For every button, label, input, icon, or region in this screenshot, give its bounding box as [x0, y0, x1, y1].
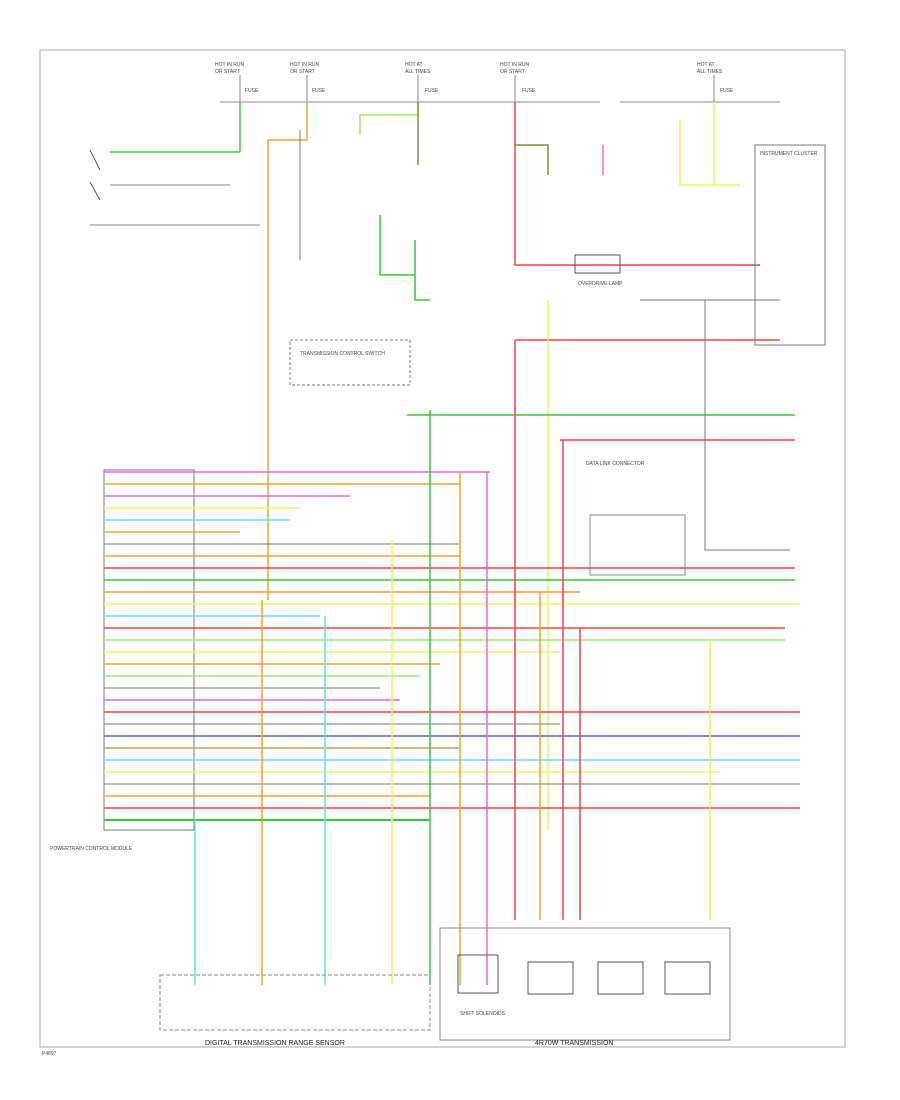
data-link-connector	[589, 514, 686, 576]
svg-text:ALL TIMES: ALL TIMES	[697, 69, 723, 75]
svg-text:HOT AT: HOT AT	[405, 62, 423, 68]
range-sensor-box	[159, 974, 431, 1031]
svg-text:FUSE: FUSE	[522, 88, 536, 94]
svg-text:HOT IN RUN: HOT IN RUN	[500, 62, 529, 68]
trans-verticals	[194, 340, 711, 985]
pcm-wires	[104, 471, 800, 821]
svg-text:FUSE: FUSE	[720, 88, 734, 94]
svg-text:FUSE: FUSE	[425, 88, 439, 94]
transmission-control-switch-box	[289, 339, 411, 386]
svg-text:HOT IN RUN: HOT IN RUN	[290, 62, 319, 68]
turbine-sensor	[664, 961, 711, 995]
brake-switch-symbol	[89, 149, 260, 226]
wire-gray-vert-right	[704, 300, 790, 551]
transmission-label: 4R70W TRANSMISSION	[535, 1040, 613, 1047]
figure-id: P4897	[42, 1051, 57, 1057]
wire-red-fuse4	[514, 102, 760, 266]
wire-orange-fuse2	[267, 102, 308, 600]
fuse-panel-5: HOT AT ALL TIMES FUSE	[697, 62, 734, 94]
shift-solenoid-label: SHIFT SOLENOIDS	[460, 1011, 506, 1017]
wire-olive-fuse4	[515, 144, 549, 175]
wire-green-center2	[414, 240, 430, 301]
data-link-label: DATA LINK CONNECTOR	[586, 461, 645, 467]
instrument-cluster-box	[754, 144, 826, 346]
overdrive-lamp-box	[574, 254, 621, 274]
pcm-label: POWERTRAIN CONTROL MODULE	[50, 846, 133, 852]
range-sensor-label: DIGITAL TRANSMISSION RANGE SENSOR	[205, 1040, 345, 1047]
wire-green-center	[379, 215, 415, 276]
diagram-border	[39, 49, 846, 1048]
pressure-control-solenoid	[527, 961, 574, 995]
shift-solenoid-a	[457, 954, 499, 994]
tcc-solenoid	[597, 961, 644, 995]
svg-text:OR START: OR START	[290, 69, 315, 75]
fuse-panel-3: HOT AT ALL TIMES FUSE	[405, 62, 439, 94]
svg-text:ALL TIMES: ALL TIMES	[405, 69, 431, 75]
fuse-panel-4: HOT IN RUN OR START FUSE	[500, 62, 536, 94]
svg-text:FUSE: FUSE	[245, 88, 259, 94]
transmission-box	[439, 927, 731, 1041]
fuse-panel-2: HOT IN RUN OR START FUSE	[290, 62, 326, 94]
svg-text:OR START: OR START	[500, 69, 525, 75]
tcs-label: TRANSMISSION CONTROL SWITCH	[300, 351, 385, 357]
svg-text:FUSE: FUSE	[312, 88, 326, 94]
wire-lightgreen-fuse3	[359, 102, 419, 135]
svg-text:HOT IN RUN: HOT IN RUN	[215, 62, 244, 68]
fuse-panel-1: HOT IN RUN OR START FUSE	[215, 62, 259, 94]
wire-yellow-fuse5	[679, 120, 740, 186]
pcm-connector	[103, 469, 195, 831]
svg-text:OR START: OR START	[215, 69, 240, 75]
overdrive-lamp-label: OVERDRIVE LAMP	[578, 281, 623, 287]
svg-text:HOT AT: HOT AT	[697, 62, 715, 68]
instrument-cluster-label: INSTRUMENT CLUSTER	[760, 151, 818, 157]
